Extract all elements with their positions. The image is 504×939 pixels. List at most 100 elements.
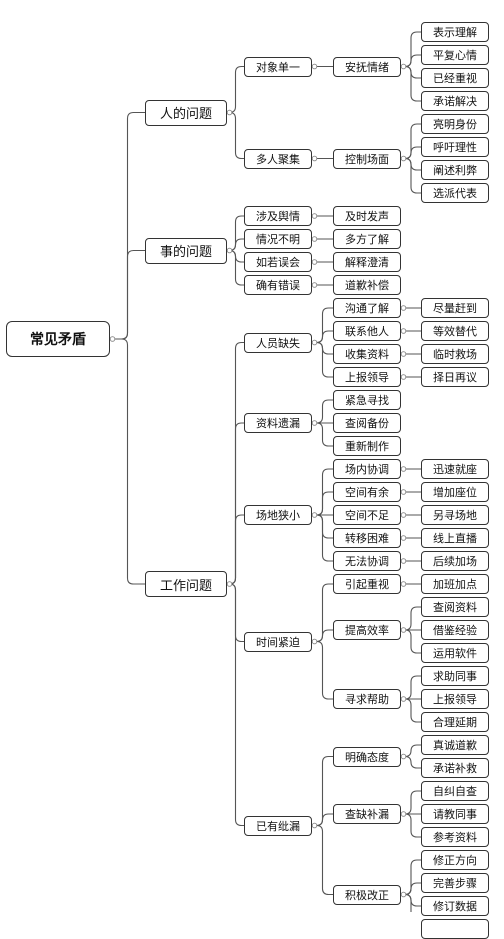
collapse-dot	[311, 236, 318, 242]
topic-node-level-3: 上报领导	[333, 367, 401, 387]
topic-node-level-3: 空间有余	[333, 482, 401, 502]
topic-node-level-4: 加班加点	[421, 574, 489, 594]
connector	[401, 146, 421, 160]
collapse-dot	[226, 581, 233, 587]
topic-node-level-4: 平复心情	[421, 45, 489, 65]
connector	[312, 491, 333, 516]
topic-node-level-2: 情况不明	[244, 229, 312, 249]
topic-node-level-3: 积极改正	[333, 884, 401, 905]
connector	[401, 54, 421, 68]
connector	[227, 65, 244, 114]
collapse-dot	[311, 282, 318, 288]
collapse-dot	[400, 581, 407, 587]
connector	[227, 583, 244, 827]
connector	[312, 399, 333, 424]
topic-node-level-3: 多方了解	[333, 229, 401, 249]
connector	[401, 157, 421, 194]
collapse-dot	[311, 339, 318, 346]
topic-node-level-3: 沟通了解	[333, 298, 401, 318]
connector	[401, 698, 421, 723]
topic-node-level-4: 自纠自查	[421, 781, 489, 801]
connector	[312, 422, 333, 447]
topic-node-level-4: 参考资料	[421, 827, 489, 847]
topic-node-level-3: 查缺补漏	[333, 804, 401, 824]
topic-node-level-4	[421, 919, 489, 939]
collapse-dot	[400, 512, 407, 518]
collapse-dot	[226, 247, 233, 254]
collapse-dot	[400, 305, 407, 311]
topic-node-level-2: 涉及舆情	[244, 206, 312, 226]
topic-node-level-3: 无法协调	[333, 551, 401, 571]
topic-node-level-4: 修正方向	[421, 850, 489, 870]
topic-node-level-4: 真诚道歉	[421, 735, 489, 755]
connector	[312, 640, 333, 700]
collapse-dot	[400, 328, 407, 334]
collapse-dot	[311, 420, 318, 426]
topic-node-level-4: 借鉴经验	[421, 620, 489, 640]
topic-node-level-2: 资料遗漏	[244, 413, 312, 433]
topic-node-level-4: 运用软件	[421, 643, 489, 663]
connector	[401, 882, 421, 896]
topic-node-level-3: 提高效率	[333, 620, 401, 640]
collapse-dot	[400, 351, 407, 357]
topic-node-level-4: 线上直播	[421, 528, 489, 548]
connector	[401, 744, 421, 758]
topic-node-level-3: 转移困难	[333, 528, 401, 548]
collapse-dot	[226, 109, 233, 116]
topic-node-level-4: 亮明身份	[421, 114, 489, 134]
topic-node-level-4: 迅速就座	[421, 459, 489, 479]
topic-node-level-3: 重新制作	[333, 436, 401, 456]
topic-node-level-3: 查阅备份	[333, 413, 401, 433]
topic-node-level-2: 确有错误	[244, 275, 312, 295]
topic-node-level-3: 场内协调	[333, 459, 401, 479]
root-node: 常见矛盾	[6, 321, 110, 357]
topic-node-level-4: 上报领导	[421, 689, 489, 709]
topic-node-level-3: 寻求帮助	[333, 689, 401, 709]
topic-node-level-2: 如若误会	[244, 252, 312, 272]
topic-node-level-1: 事的问题	[145, 237, 227, 264]
connector	[312, 330, 333, 344]
topic-node-level-3: 控制场面	[333, 148, 401, 169]
topic-node-level-2: 对象单一	[244, 56, 312, 77]
collapse-dot	[400, 891, 407, 898]
connector	[312, 813, 333, 827]
topic-node-level-4: 查阅资料	[421, 597, 489, 617]
topic-node-level-2: 多人聚集	[244, 148, 312, 169]
topic-node-level-4: 完善步骤	[421, 873, 489, 893]
topic-node-level-2: 场地狭小	[244, 505, 312, 525]
topic-node-level-2: 人员缺失	[244, 332, 312, 353]
connector	[227, 111, 244, 160]
topic-node-level-1: 工作问题	[145, 571, 227, 597]
connector	[401, 813, 421, 838]
connector	[401, 65, 421, 102]
connector	[401, 629, 421, 654]
mind-map: 常见矛盾 表示理解平复心情已经重视承诺解决安抚情绪对象单一亮明身份呼吁理性阐述利…	[6, 22, 489, 939]
topic-node-level-4: 合理延期	[421, 712, 489, 732]
collapse-dot	[400, 489, 407, 495]
connector	[110, 249, 145, 340]
topic-node-level-4: 尽量赶到	[421, 298, 489, 318]
connector	[312, 755, 333, 827]
connector-lines	[109, 31, 421, 912]
connector	[312, 514, 333, 562]
collapse-dot	[400, 466, 407, 472]
topic-node-level-3: 及时发声	[333, 206, 401, 226]
topic-node-level-4: 另寻场地	[421, 505, 489, 525]
topic-node-level-3: 空间不足	[333, 505, 401, 525]
collapse-dot	[400, 811, 407, 817]
connector	[227, 249, 244, 286]
topic-node-level-4: 修订数据	[421, 896, 489, 916]
topic-node-level-3: 紧急寻找	[333, 390, 401, 410]
collapse-dot	[311, 512, 318, 518]
collapse-dot	[311, 638, 318, 645]
connector	[312, 629, 333, 643]
topic-node-level-4: 请教同事	[421, 804, 489, 824]
connector	[110, 338, 145, 585]
topic-node-level-4: 临时救场	[421, 344, 489, 364]
topic-node-level-4: 选派代表	[421, 183, 489, 203]
collapse-dot	[311, 155, 318, 162]
topic-node-level-2: 时间紧迫	[244, 631, 312, 652]
collapse-dot	[109, 336, 116, 342]
topic-node-level-4: 择日再议	[421, 367, 489, 387]
collapse-dot	[311, 63, 318, 70]
